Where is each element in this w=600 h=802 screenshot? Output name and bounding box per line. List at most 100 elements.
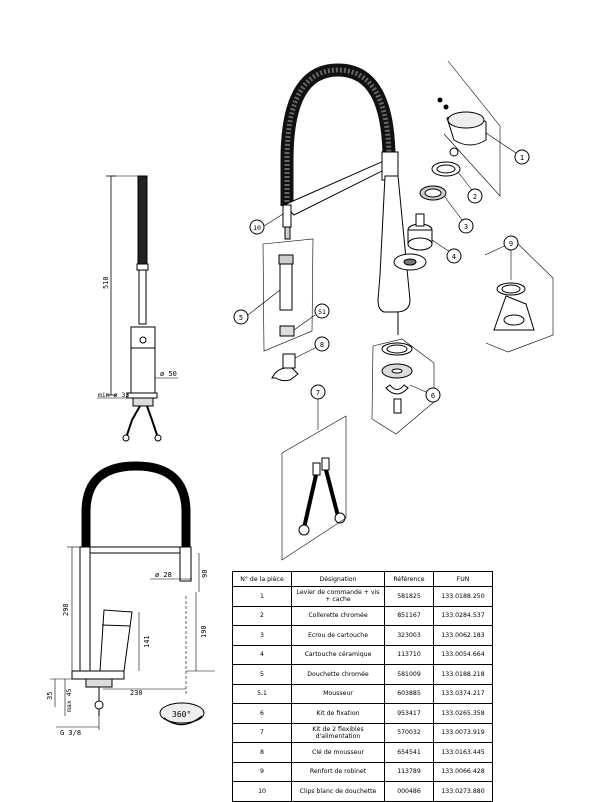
front-thread-dim: G 3/8 <box>60 729 81 737</box>
front-spout-dim: ø 28 <box>155 571 172 579</box>
cell-reference: 654541 <box>384 742 434 763</box>
cell-fun: 133.0188.250 <box>433 586 493 607</box>
cell-part-number: 1 <box>232 586 292 607</box>
svg-text:10: 10 <box>253 224 261 232</box>
exploded-view <box>262 60 554 561</box>
callout-8: 8 <box>294 336 330 359</box>
cell-fun: 133.0273.880 <box>433 781 493 802</box>
svg-text:5: 5 <box>239 314 243 322</box>
cell-designation: Clips blanc de douchette <box>291 781 385 802</box>
cell-designation: Cartouche céramique <box>291 644 385 665</box>
front-view: 298 ø 28 90 141 190 230 35 max 45 G 3/8 … <box>46 461 215 737</box>
front-reach-dim: 230 <box>130 689 143 697</box>
svg-text:2: 2 <box>473 193 477 201</box>
cell-reference: 000486 <box>384 781 434 802</box>
cell-designation: Kit de fixation <box>291 703 385 724</box>
svg-text:51: 51 <box>318 308 326 316</box>
front-max-dim: max 45 <box>65 688 73 712</box>
callout-10: 10 <box>249 213 284 235</box>
svg-text:1: 1 <box>520 154 524 162</box>
cell-part-number: 9 <box>232 761 292 782</box>
cell-designation: Levier de commande + vis + cache <box>291 586 385 607</box>
callout-3: 3 <box>444 196 474 234</box>
cell-reference: 570032 <box>384 722 434 743</box>
cell-designation: Collerette chromée <box>291 605 385 626</box>
callout-9: 9 <box>503 235 519 280</box>
svg-text:8: 8 <box>320 341 324 349</box>
cell-designation: Renfort de robinet <box>291 761 385 782</box>
cell-reference: 581009 <box>384 664 434 685</box>
cell-reference: 851167 <box>384 605 434 626</box>
header-designation: Désignation <box>291 571 385 587</box>
cell-fun: 133.0374.217 <box>433 683 493 704</box>
cell-reference: 113789 <box>384 761 434 782</box>
side-diameter-dim: ø 50 <box>160 370 177 378</box>
rotation-label: 360° <box>172 710 191 719</box>
callout-51: 51 <box>293 303 330 331</box>
parts-table: N° de la pièce Désignation Référence FUN… <box>232 571 493 802</box>
callouts: 1 2 3 4 5 51 6 <box>233 132 530 430</box>
front-base-dim: 35 <box>46 692 54 700</box>
front-cartridge-dim: 141 <box>143 635 151 648</box>
cell-part-number: 10 <box>232 781 292 802</box>
cell-fun: 133.0062.183 <box>433 625 493 646</box>
table-header-row: N° de la pièce Désignation Référence FUN <box>232 571 493 587</box>
svg-text:9: 9 <box>509 240 513 248</box>
cell-reference: 603885 <box>384 683 434 704</box>
cell-reference: 113710 <box>384 644 434 665</box>
cell-fun: 133.0265.358 <box>433 703 493 724</box>
cell-fun: 133.0163.445 <box>433 742 493 763</box>
cell-reference: 581825 <box>384 586 434 607</box>
callout-5: 5 <box>233 289 281 325</box>
cell-designation: Douchette chromée <box>291 664 385 685</box>
cell-designation: Clé de mousseur <box>291 742 385 763</box>
callout-2: 2 <box>457 171 483 204</box>
svg-text:3: 3 <box>464 223 468 231</box>
cell-fun: 133.0284.537 <box>433 605 493 626</box>
cell-designation: Kit de 2 flexibles d'alimentation <box>291 722 385 743</box>
cell-designation: Ecrou de cartouche <box>291 625 385 646</box>
side-min-dim: min ø 33 <box>98 391 129 399</box>
side-view: 510 ø 50 min ø 33 <box>97 175 178 442</box>
cell-fun: 133.0073.919 <box>433 722 493 743</box>
cell-reference: 953417 <box>384 703 434 724</box>
cell-part-number: 5.1 <box>232 683 292 704</box>
svg-text:6: 6 <box>431 392 435 400</box>
svg-text:4: 4 <box>452 253 456 261</box>
front-top-dim: 90 <box>201 570 209 578</box>
cell-part-number: 3 <box>232 625 292 646</box>
cell-part-number: 5 <box>232 664 292 685</box>
callout-4: 4 <box>431 239 462 264</box>
callout-7: 7 <box>310 384 326 430</box>
callout-6: 6 <box>409 384 441 403</box>
header-reference: Référence <box>384 571 434 587</box>
front-reach-height-dim: 190 <box>200 625 208 638</box>
cell-designation: Mousseur <box>291 683 385 704</box>
front-height-dim: 298 <box>62 603 70 616</box>
cell-part-number: 7 <box>232 722 292 743</box>
cell-part-number: 2 <box>232 605 292 626</box>
cell-reference: 323003 <box>384 625 434 646</box>
cell-part-number: 6 <box>232 703 292 724</box>
cell-part-number: 4 <box>232 644 292 665</box>
side-height-dim: 510 <box>102 276 110 289</box>
cell-fun: 133.0054.664 <box>433 644 493 665</box>
cell-fun: 133.0066.428 <box>433 761 493 782</box>
cell-part-number: 8 <box>232 742 292 763</box>
header-fun: FUN <box>433 571 493 587</box>
svg-text:7: 7 <box>316 389 320 397</box>
callout-1: 1 <box>485 132 530 165</box>
